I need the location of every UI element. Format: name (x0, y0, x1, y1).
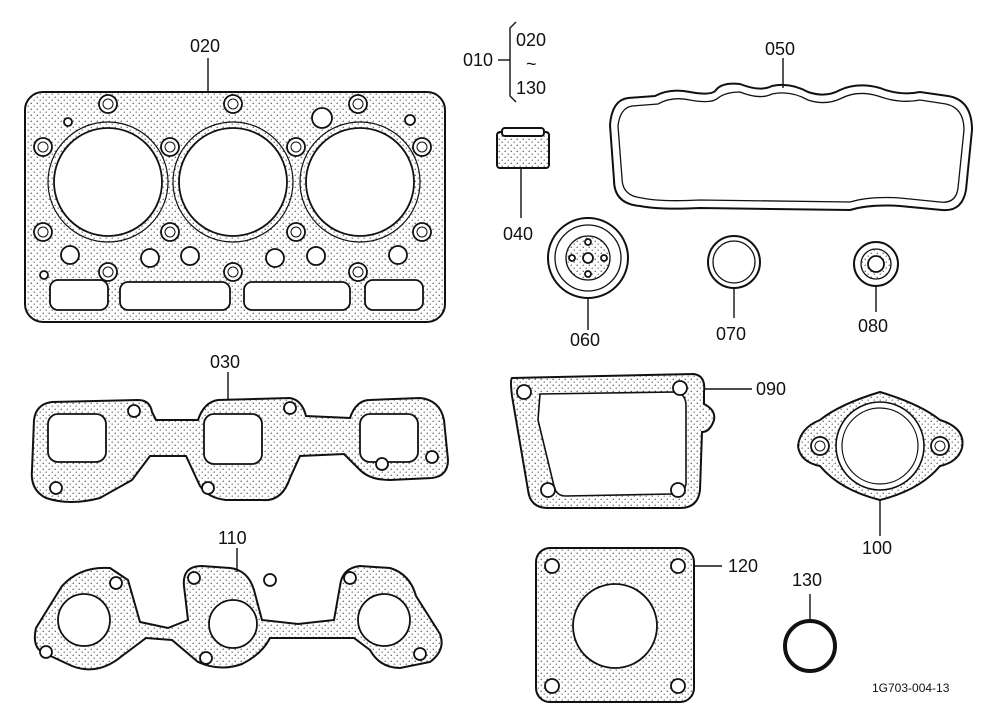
label-080: 080 (858, 316, 888, 336)
range-to: 130 (516, 78, 546, 98)
range-from: 020 (516, 30, 546, 50)
timing-cover-seal (547, 217, 629, 330)
exhaust-manifold-gasket (30, 372, 450, 503)
label-120: 120 (728, 556, 758, 576)
label-010: 010 (463, 50, 493, 70)
valve-stem-seal (496, 127, 550, 218)
water-pump-gasket (510, 372, 752, 509)
intake-manifold-gasket (33, 548, 443, 671)
label-100: 100 (862, 538, 892, 558)
seal-080 (853, 241, 899, 312)
label-070: 070 (716, 324, 746, 344)
thermostat-gasket (796, 390, 964, 536)
label-090: 090 (756, 379, 786, 399)
square-flange-gasket (535, 547, 722, 703)
label-020: 020 (190, 36, 220, 56)
o-ring-070 (707, 235, 761, 318)
reference-code: 1G703-004-13 (872, 681, 950, 695)
kit-range-bracket (498, 21, 517, 103)
o-ring-130 (783, 594, 837, 673)
label-130: 130 (792, 570, 822, 590)
range-tilde: ~ (526, 54, 537, 74)
label-110: 110 (218, 528, 247, 548)
label-040: 040 (503, 224, 533, 244)
label-050: 050 (765, 39, 795, 59)
cylinder-head-gasket (24, 91, 446, 323)
head-cover-gasket (608, 58, 974, 212)
label-030: 030 (210, 352, 240, 372)
label-060: 060 (570, 330, 600, 350)
